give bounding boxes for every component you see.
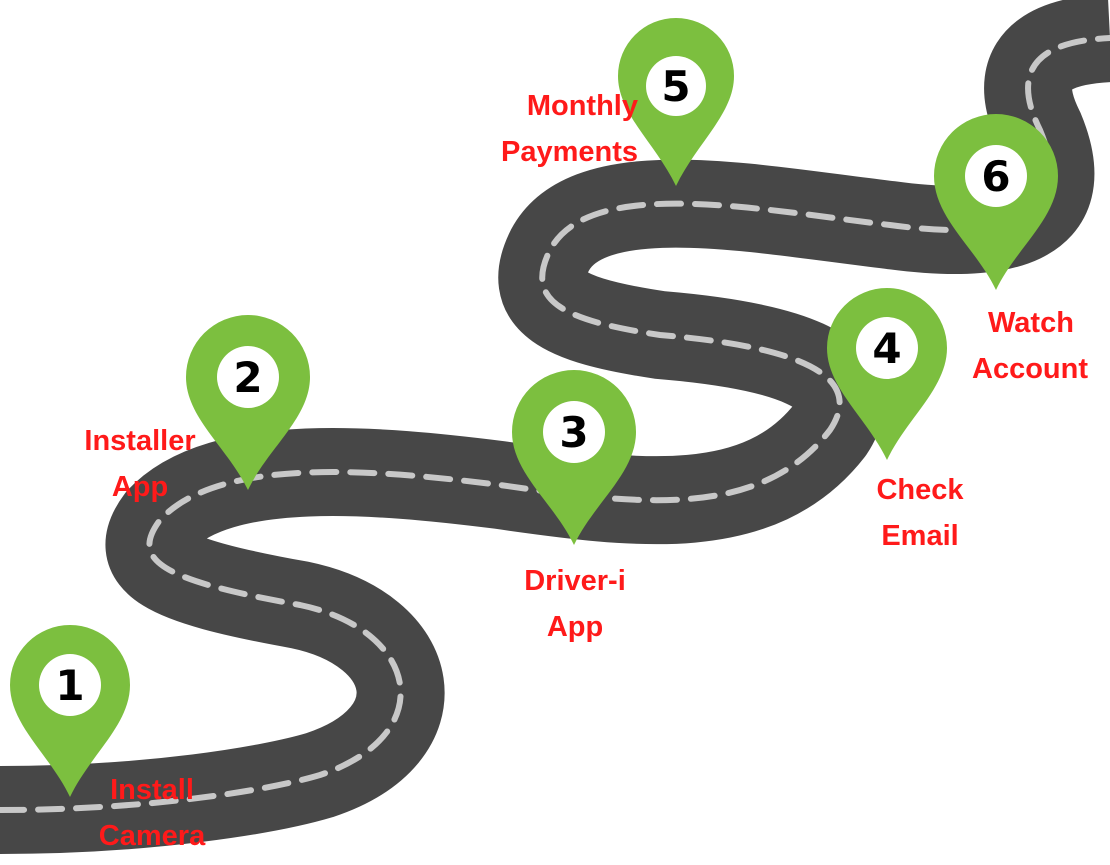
step-2-label: Installer App <box>60 418 220 510</box>
step-1-pin: 1 <box>10 625 130 797</box>
step-6-number: 6 <box>981 152 1010 201</box>
step-1-label: Install Camera <box>92 767 212 859</box>
step-4-pin: 4 <box>827 288 947 460</box>
step-5-label-line-1: Monthly <box>526 90 638 122</box>
step-1-number: 1 <box>55 661 84 710</box>
step-number-circle <box>856 317 918 379</box>
road-center-dashes <box>0 35 1110 813</box>
step-number-circle <box>217 346 279 408</box>
step-5-number: 5 <box>661 62 690 111</box>
step-2-pin: 2 <box>186 315 310 490</box>
step-5-label-line-2: Payments <box>500 136 638 168</box>
step-2-label-line-1: Installer <box>84 425 196 457</box>
step-6-label: Watch Account <box>966 300 1110 392</box>
step-3-pin: 3 <box>512 370 636 545</box>
step-2-number: 2 <box>233 353 262 402</box>
step-number-circle <box>543 401 605 463</box>
step-number-circle <box>39 654 101 716</box>
step-4-label-line-2: Email <box>881 520 959 552</box>
step-1-label-line-1: Install <box>110 774 194 806</box>
step-4-number: 4 <box>872 324 901 373</box>
step-6-label-line-2: Account <box>972 353 1088 385</box>
step-4-label: Check Email <box>860 467 980 559</box>
step-2-label-line-2: App <box>111 471 169 503</box>
step-4-label-line-1: Check <box>876 474 964 506</box>
step-1-label-line-2: Camera <box>98 820 206 852</box>
step-3-number: 3 <box>559 408 588 457</box>
step-number-circle <box>646 56 706 116</box>
step-5-label: Monthly Payments <box>468 83 638 175</box>
step-5-pin: 5 <box>618 18 734 186</box>
step-3-label: Driver-i App <box>505 558 645 650</box>
step-6-pin: 6 <box>934 114 1058 290</box>
step-number-circle <box>965 145 1027 207</box>
step-3-label-line-1: Driver-i <box>524 565 626 597</box>
step-3-label-line-2: App <box>546 611 604 643</box>
step-6-label-line-1: Watch <box>988 307 1074 339</box>
